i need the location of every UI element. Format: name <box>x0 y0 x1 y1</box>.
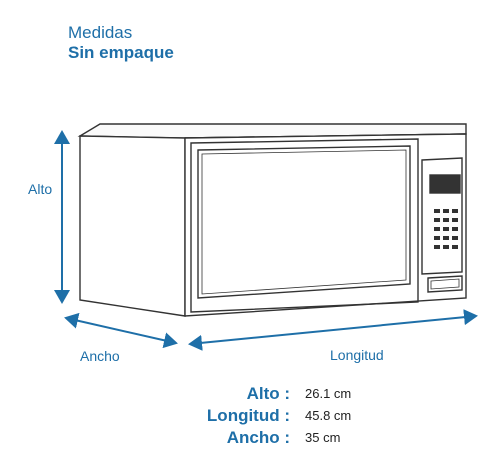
spec-key: Ancho : <box>226 428 290 447</box>
spec-value: 35 cm <box>305 430 341 445</box>
spec-key: Alto : <box>246 384 290 403</box>
spec-key: Longitud : <box>206 406 290 425</box>
spec-row-width: Ancho : 35 cm <box>0 427 500 449</box>
height-label: Alto <box>28 181 53 197</box>
spec-row-length: Longitud : 45.8 cm <box>0 405 500 427</box>
spec-row-height: Alto : 26.1 cm <box>0 383 500 405</box>
width-arrow <box>64 312 178 349</box>
header-title: Medidas <box>68 23 133 42</box>
spec-value: 26.1 cm <box>305 386 352 401</box>
width-label: Ancho <box>80 348 120 364</box>
length-label: Longitud <box>330 347 384 363</box>
spec-value: 45.8 cm <box>305 408 352 423</box>
microwave-illustration <box>77 123 467 317</box>
length-arrow <box>188 309 478 351</box>
header-subtitle: Sin empaque <box>68 43 174 62</box>
